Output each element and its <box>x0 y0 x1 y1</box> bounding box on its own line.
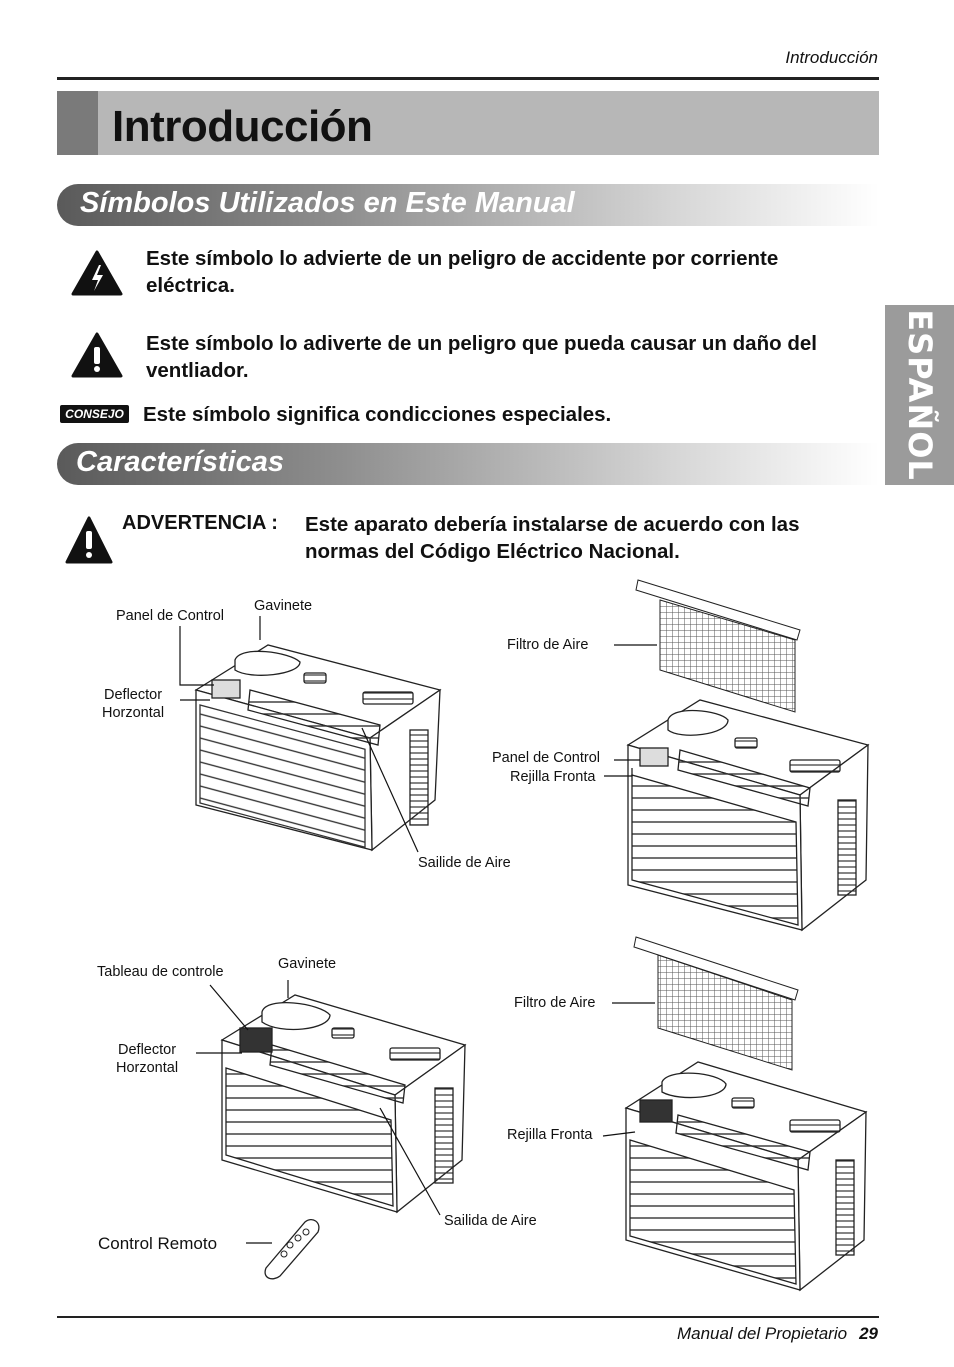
ac-unit-2 <box>626 699 870 932</box>
label-cabinet-2: Gavinete <box>278 956 337 972</box>
label-front-grille-1: Rejilla Fronta <box>510 769 596 785</box>
ac-unit-4 <box>624 1061 868 1292</box>
ac-unit-3 <box>220 994 467 1214</box>
footer-manual-title: Manual del Propietario <box>676 1324 848 1343</box>
label-control-panel-1: Panel de Control <box>116 608 225 624</box>
label-remote: Control Remoto <box>98 1234 218 1253</box>
leader-lines <box>179 616 657 1244</box>
advertencia-warning-icon <box>65 516 113 564</box>
label-air-outlet-2: Sailida de Aire <box>444 1213 537 1229</box>
header-rule <box>57 77 879 80</box>
warning-icon <box>71 332 123 378</box>
label-control-board-2: Tableau de controle <box>97 964 224 980</box>
label-control-panel-2: Panel de Control <box>492 750 601 766</box>
running-header: Introducción <box>785 48 878 67</box>
page-title: Introducción <box>112 102 373 151</box>
features-section-heading: Características <box>76 446 284 478</box>
electric-warning-icon <box>71 250 123 296</box>
label-air-filter-2: Filtro de Aire <box>514 995 596 1011</box>
ac-unit-1 <box>194 644 442 852</box>
title-bar <box>57 91 879 155</box>
label-cabinet-1: Gavinete <box>254 598 313 614</box>
symbol-consejo-text: Este símbolo significa condicciones espe… <box>143 403 612 426</box>
features-section-bar <box>57 443 879 485</box>
symbol-warning-text: Este símbolo lo adiverte de un peligro q… <box>146 332 817 382</box>
label-air-filter-1: Filtro de Aire <box>507 637 589 653</box>
label-air-outlet-1: Sailide de Aire <box>418 855 511 871</box>
symbols-section-heading: Símbolos Utilizados en Este Manual <box>80 187 575 219</box>
symbol-electric-text: Este símbolo lo advierte de un peligro d… <box>146 247 779 297</box>
title-accent-block <box>57 91 98 155</box>
symbols-section-bar <box>57 184 879 226</box>
consejo-badge: CONSEJO <box>60 405 129 423</box>
language-tab <box>885 305 954 485</box>
label-deflector-1: Deflector Horzontal <box>102 687 165 721</box>
air-filter-1 <box>635 579 801 713</box>
advertencia-text: Este aparato debería instalarse de acuer… <box>305 513 800 563</box>
remote-control-illustration <box>264 1218 320 1280</box>
label-front-grille-2: Rejilla Fronta <box>507 1127 593 1143</box>
advertencia-label: ADVERTENCIA : <box>122 512 278 534</box>
label-deflector-2: Deflector Horzontal <box>116 1042 179 1076</box>
footer: Manual del Propietario 29 <box>677 1324 878 1344</box>
footer-rule <box>57 1316 879 1318</box>
air-filter-2 <box>633 936 799 1071</box>
page-number: 29 <box>859 1324 878 1343</box>
